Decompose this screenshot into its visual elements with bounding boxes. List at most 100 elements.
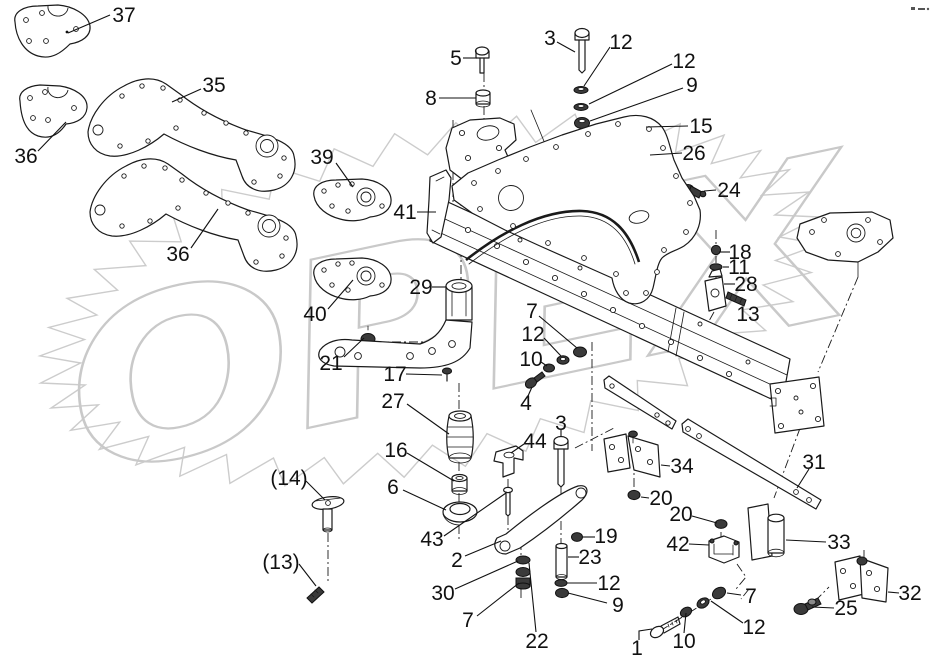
leader-line — [645, 125, 689, 128]
nut-7-c — [711, 586, 727, 600]
callout-7: 7 — [526, 300, 578, 349]
callout-15: 15 — [645, 115, 713, 138]
leader-line — [476, 582, 520, 617]
callout-number: 33 — [827, 531, 850, 554]
callout-number: 4 — [520, 392, 532, 415]
callout-number: 13 — [736, 303, 759, 326]
leader-line — [703, 189, 717, 192]
callout-number: 41 — [393, 201, 416, 224]
leader-line — [589, 87, 684, 122]
callout-36-2: 36 — [166, 208, 219, 266]
print-artifact — [911, 7, 930, 11]
leader-line — [171, 88, 202, 103]
callout-number: 26 — [682, 142, 705, 165]
bushing-27 — [446, 410, 474, 464]
callout-10-2: 10 — [672, 612, 696, 653]
callout-12-5: 12 — [710, 600, 766, 639]
callout-3: 3 — [544, 27, 576, 53]
callout-40: 40 — [303, 279, 354, 326]
leader-line — [37, 121, 67, 152]
plate-39 — [313, 178, 392, 222]
callout-number: 21 — [319, 352, 342, 375]
callout-number: 12 — [521, 323, 544, 346]
leader-line — [710, 600, 744, 624]
callout-number: 20 — [649, 487, 672, 510]
callout-number: 9 — [612, 594, 624, 617]
callout-number: 43 — [420, 528, 443, 551]
washer-12-d — [554, 579, 568, 587]
callout-7-2: 7 — [462, 582, 520, 632]
callout-number: 32 — [898, 582, 921, 605]
spacer-23 — [555, 542, 568, 580]
callout-number: 35 — [202, 74, 225, 97]
pin-14 — [311, 496, 345, 533]
callout-8: 8 — [425, 87, 476, 110]
callout-number: 15 — [689, 115, 712, 138]
leader-line — [298, 563, 317, 587]
leader-line — [640, 496, 650, 499]
callout-34: 34 — [660, 455, 694, 478]
leader-line — [543, 337, 562, 357]
right-plate — [796, 211, 894, 263]
collar-6 — [442, 501, 478, 526]
callout-number: 27 — [381, 390, 404, 413]
washer-12-c — [556, 355, 570, 365]
callout-13: 13 — [736, 303, 759, 326]
callout-39: 39 — [310, 146, 354, 188]
callout-number: 22 — [525, 630, 548, 653]
callout-43: 43 — [420, 492, 507, 551]
callout-number: 7 — [745, 585, 757, 608]
callout-number: 17 — [383, 363, 406, 386]
callout-number: 7 — [462, 609, 474, 632]
callout-number: 11 — [728, 256, 750, 279]
washer-12-b — [573, 103, 589, 111]
callout-number: 12 — [609, 31, 632, 54]
callout-number: 5 — [450, 47, 462, 70]
leader-line — [785, 539, 827, 543]
callout-number: 30 — [431, 582, 454, 605]
leader-line — [464, 540, 502, 557]
callout-number: 1 — [631, 637, 643, 660]
callout-number: 20 — [669, 503, 692, 526]
leader-line — [402, 489, 447, 511]
callout-number: 39 — [310, 146, 333, 169]
callout-number: 31 — [802, 451, 825, 474]
callout-24: 24 — [703, 179, 741, 202]
callout-number: 23 — [578, 546, 601, 569]
callout-number: 44 — [523, 430, 547, 453]
leader-line — [343, 337, 365, 358]
plate-37 — [14, 4, 91, 58]
leader-line — [538, 315, 578, 349]
callout-36: 36 — [14, 121, 67, 168]
callout-number: (14) — [270, 467, 307, 490]
washer-12-a — [573, 86, 589, 94]
callout-3-2: 3 — [555, 412, 567, 436]
leader-line — [335, 162, 354, 188]
leader-line — [683, 612, 687, 634]
callout-number: (13) — [262, 551, 299, 574]
callout-23: 23 — [568, 546, 602, 569]
leader-line — [811, 606, 835, 609]
washer-stack-30 — [515, 555, 531, 590]
callout-25: 25 — [811, 597, 858, 620]
headstock-plate — [451, 114, 701, 305]
leader-line — [510, 443, 525, 454]
callout-number: 7 — [526, 300, 538, 323]
leader-line — [443, 492, 507, 537]
callout-37: 37 — [67, 4, 136, 34]
callout-number: 16 — [384, 439, 407, 462]
callout-number: 8 — [425, 87, 437, 110]
leader-line — [726, 592, 742, 596]
callout-21: 21 — [319, 337, 365, 375]
leader-line — [588, 63, 673, 105]
leader-line — [887, 591, 900, 594]
callout-9-2: 9 — [567, 592, 624, 617]
bolt-43 — [503, 486, 514, 517]
link-2 — [494, 485, 588, 555]
leader-line — [638, 628, 653, 640]
callout-number: 42 — [666, 533, 689, 556]
leader-line — [454, 560, 519, 590]
callout-6: 6 — [387, 476, 447, 511]
block-28 — [704, 268, 727, 312]
